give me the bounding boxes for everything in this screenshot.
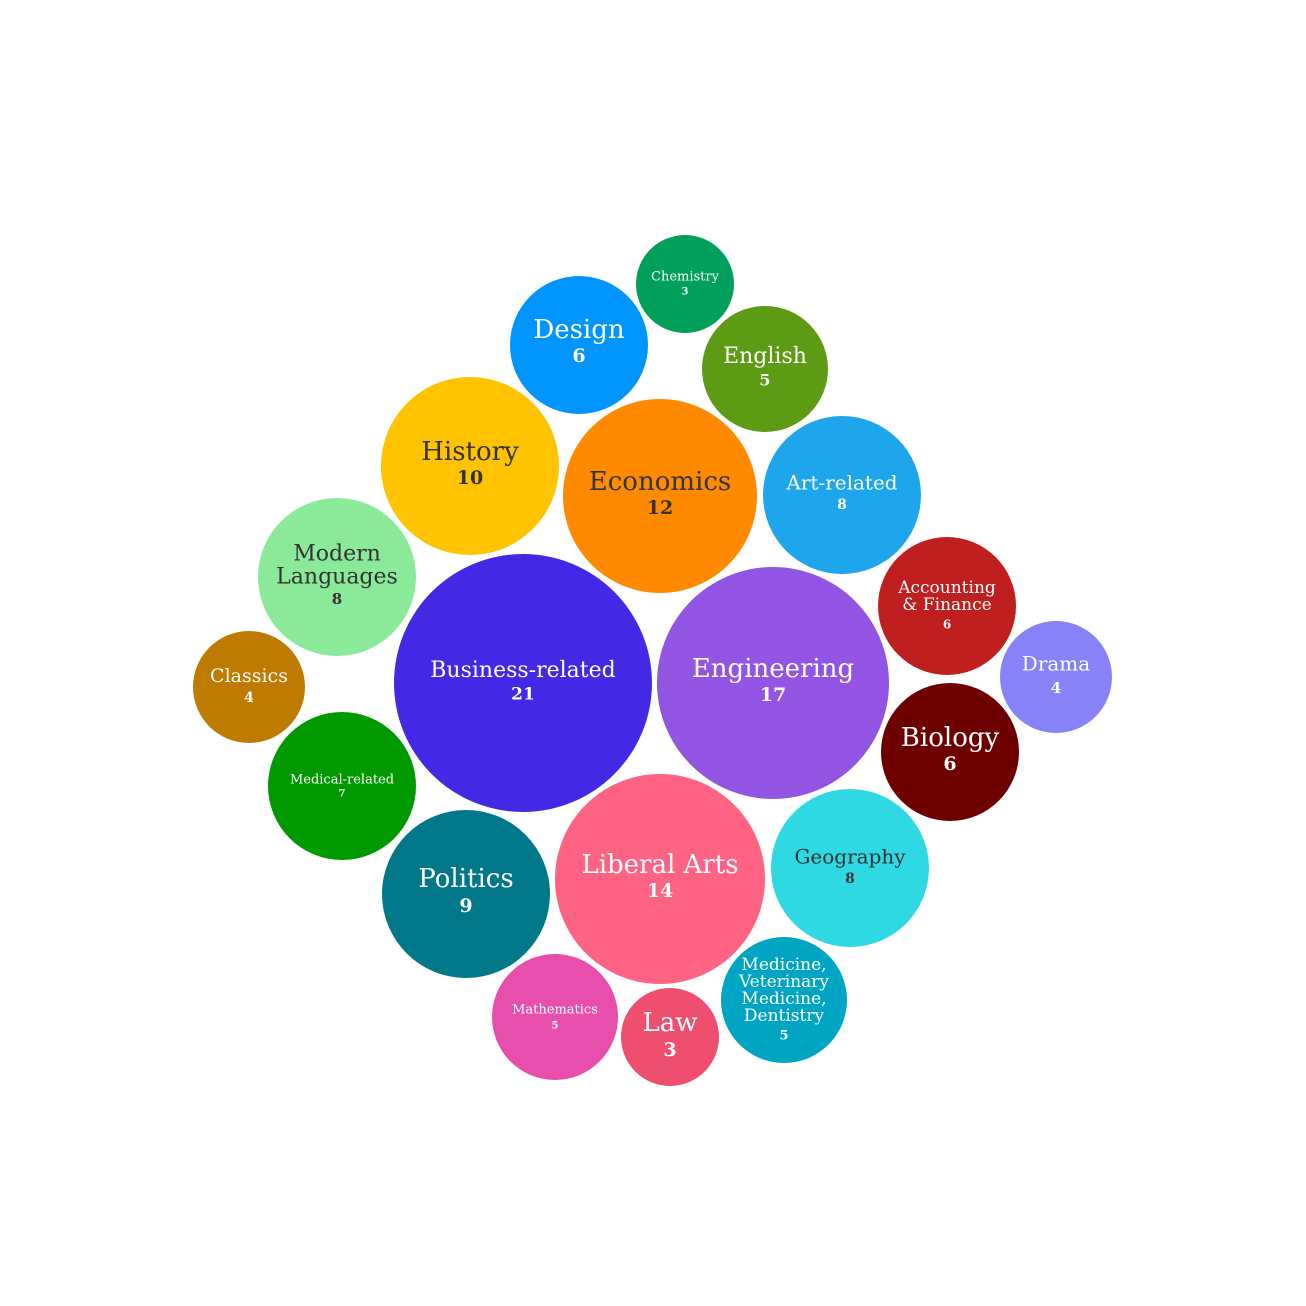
bubble-label: Engineering [692, 654, 854, 684]
bubble-value: 3 [682, 287, 689, 298]
bubble-accounting-and-finance: Accounting& Finance 6 [878, 537, 1016, 675]
bubble-english: English 5 [702, 306, 828, 432]
bubble-label: English [723, 344, 807, 369]
bubble-label: Medicine, [741, 989, 826, 1009]
bubble-label: Mathematics [512, 1003, 598, 1018]
bubble-circle-accounting-and-finance [878, 537, 1016, 675]
bubble-label: Art-related [785, 471, 897, 495]
bubble-label: Economics [589, 467, 731, 497]
bubble-circle-classics [193, 631, 305, 743]
bubble-circle-biology [881, 683, 1019, 821]
bubble-value: 8 [837, 497, 847, 513]
bubble-circle-drama [1000, 621, 1112, 733]
bubble-label: Politics [418, 864, 513, 894]
bubble-label: Liberal Arts [581, 850, 738, 880]
bubble-circle-art-related [763, 416, 921, 574]
bubble-value: 5 [759, 371, 770, 390]
bubble-value: 4 [1051, 679, 1061, 697]
bubble-value: 14 [647, 880, 673, 902]
bubble-circle-english [702, 306, 828, 432]
bubble-art-related: Art-related 8 [763, 416, 921, 574]
bubble-circle-mathematics [492, 954, 618, 1080]
bubble-drama: Drama 4 [1000, 621, 1112, 733]
bubble-value: 6 [572, 345, 585, 367]
bubble-circle-economics [563, 399, 757, 593]
bubble-circle-medicine-veterinary-medicine-dentistry [721, 937, 847, 1063]
bubble-value: 7 [339, 789, 346, 800]
bubble-value: 8 [332, 590, 342, 608]
bubble-label: Modern [293, 542, 381, 567]
bubble-label: Geography [794, 845, 906, 869]
bubble-value: 9 [459, 895, 472, 917]
bubble-value: 5 [779, 1029, 788, 1044]
bubble-circle-modern-languages [258, 498, 416, 656]
bubble-value: 4 [244, 690, 254, 706]
bubble-label: Accounting [897, 578, 996, 598]
bubble-label: Chemistry [651, 270, 720, 285]
bubble-circle-geography [771, 789, 929, 947]
bubble-label: History [421, 437, 519, 467]
bubble-label: Business-related [430, 658, 616, 683]
bubble-value: 6 [943, 753, 956, 775]
bubble-label: Veterinary [738, 972, 829, 992]
bubble-value: 6 [943, 618, 951, 632]
bubble-chemistry: Chemistry 3 [636, 235, 734, 333]
bubble-circle-design [510, 276, 648, 414]
bubble-label: Classics [210, 665, 288, 687]
bubble-value: 3 [663, 1039, 676, 1061]
bubble-value: 17 [760, 684, 786, 706]
bubble-label: Medical-related [290, 773, 394, 788]
bubble-label: Languages [276, 565, 398, 590]
bubble-label: Drama [1022, 652, 1090, 676]
bubble-circle-chemistry [636, 235, 734, 333]
bubble-circle-liberal-arts [555, 774, 765, 984]
bubble-geography: Geography 8 [771, 789, 929, 947]
bubble-value: 12 [647, 497, 673, 519]
bubble-circle-history [381, 377, 559, 555]
bubble-circle-business-related [394, 554, 652, 812]
bubble-circle-engineering [657, 567, 889, 799]
bubble-label: Biology [901, 723, 1000, 753]
bubble-classics: Classics 4 [193, 631, 305, 743]
bubble-label: & Finance [902, 595, 991, 615]
bubble-circle-medical-related [268, 712, 416, 860]
bubble-value: 21 [511, 685, 535, 705]
bubble-circle-law [621, 988, 719, 1086]
bubble-label: Design [533, 315, 625, 345]
bubble-circle-politics [382, 810, 550, 978]
bubble-value: 5 [552, 1021, 559, 1032]
bubble-label: Medicine, [741, 955, 826, 975]
bubble-mathematics: Mathematics 5 [492, 954, 618, 1080]
bubble-value: 10 [457, 467, 483, 489]
bubble-value: 8 [845, 871, 855, 887]
bubble-label: Dentistry [744, 1006, 825, 1026]
bubble-label: Law [642, 1008, 697, 1038]
